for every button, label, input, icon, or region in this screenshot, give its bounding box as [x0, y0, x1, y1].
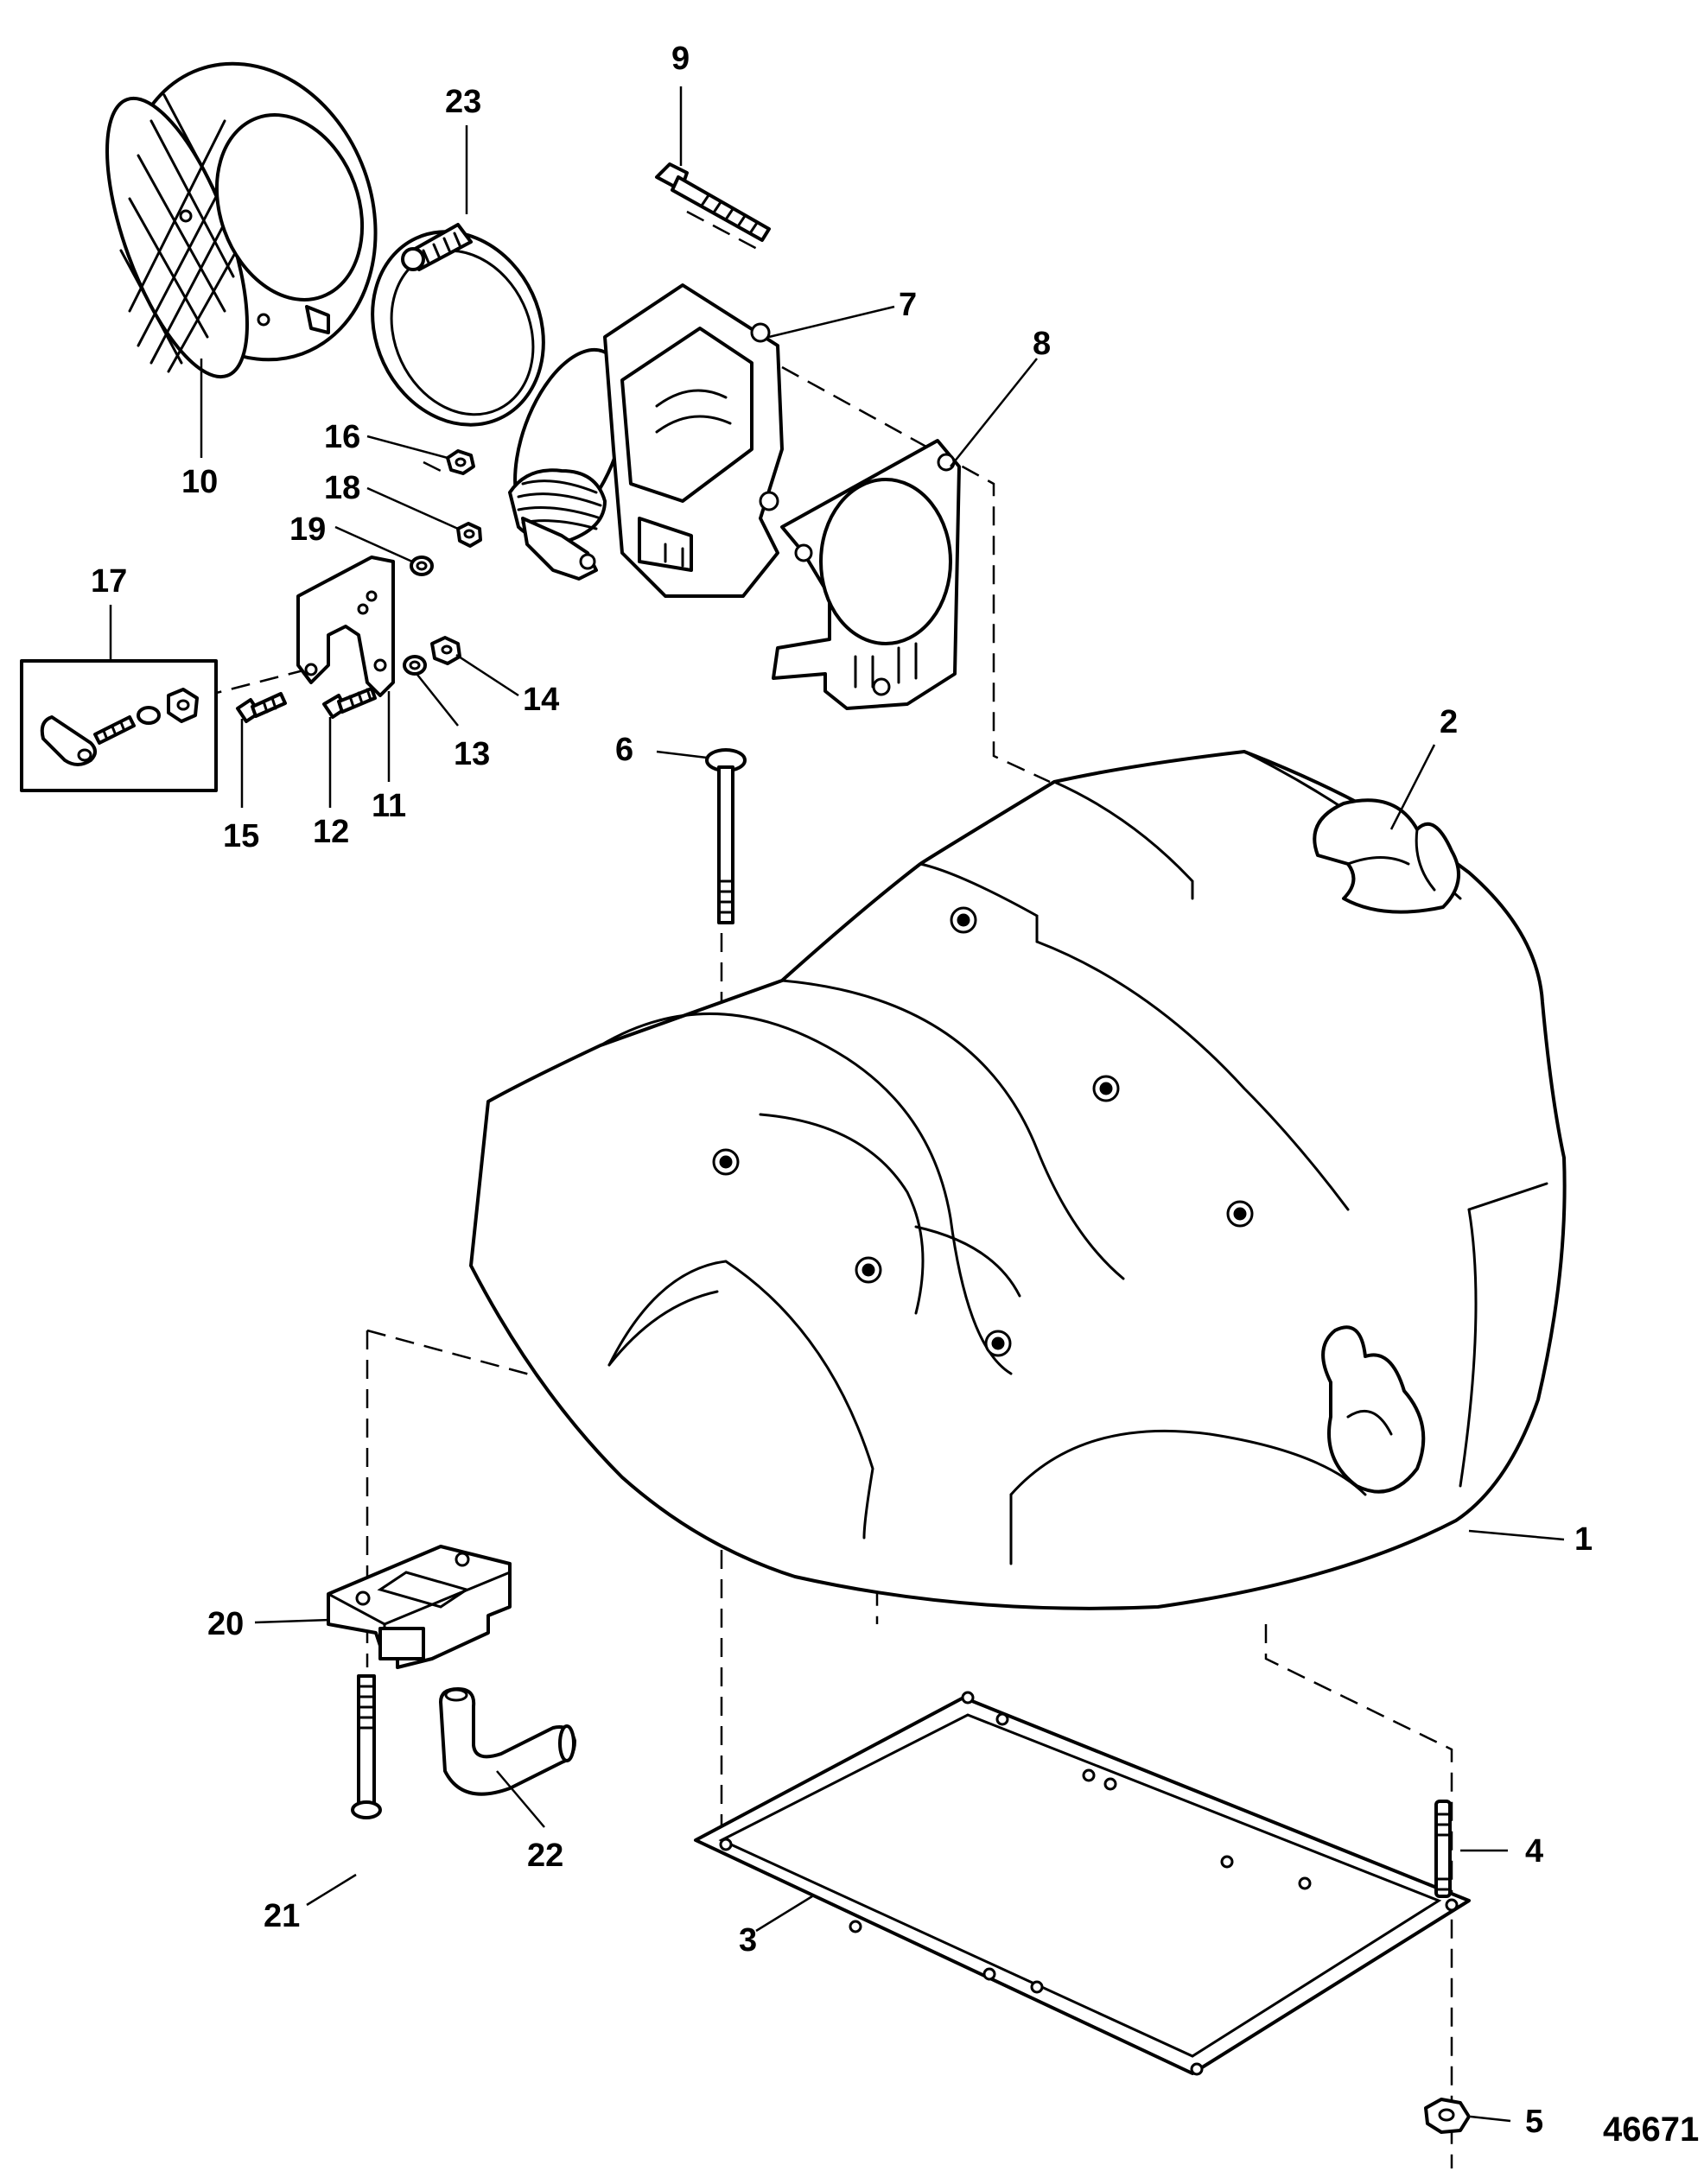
- callout-23: 23: [445, 84, 481, 120]
- callout-17: 17: [91, 563, 127, 600]
- callout-6: 6: [615, 732, 633, 768]
- nut-18: [456, 522, 482, 548]
- callout-21: 21: [264, 1898, 300, 1934]
- callout-15: 15: [223, 818, 259, 854]
- nut: [1424, 2098, 1471, 2134]
- screw-12: [322, 687, 377, 719]
- callout-22: 22: [527, 1838, 563, 1874]
- washer-13: [403, 655, 427, 676]
- callout-20: 20: [207, 1606, 244, 1642]
- bracket: [296, 556, 395, 697]
- callout-4: 4: [1525, 1833, 1543, 1870]
- callout-12: 12: [313, 814, 349, 850]
- clip: [1313, 798, 1460, 914]
- callout-1: 1: [1574, 1521, 1593, 1558]
- callout-3: 3: [739, 1922, 757, 1959]
- document-number: 46671: [1603, 2111, 1699, 2149]
- bolt-top: [655, 162, 771, 242]
- screw-15: [236, 692, 287, 723]
- leader-lines: [109, 86, 1565, 2123]
- nut-14: [430, 636, 461, 665]
- hose-clamp: [371, 223, 545, 427]
- callout-13: 13: [454, 736, 490, 772]
- callout-labels: 1 2 3 4 5 6 7 8 9 10 11 12 13 14 15 16 1…: [91, 41, 1593, 2140]
- washer-19: [410, 556, 434, 576]
- callout-18: 18: [324, 470, 360, 506]
- throttle-gasket: [772, 439, 961, 710]
- callout-14: 14: [523, 682, 559, 718]
- callout-8: 8: [1033, 326, 1051, 362]
- callout-2: 2: [1440, 704, 1458, 740]
- throttle-body: [508, 283, 784, 598]
- callout-10: 10: [181, 464, 218, 500]
- sensor-module: [327, 1545, 512, 1669]
- long-bolt: [705, 748, 747, 924]
- callout-5: 5: [1525, 2104, 1543, 2140]
- ball-joint-kit: [20, 659, 218, 792]
- callout-16: 16: [324, 419, 360, 455]
- flat-gasket: [694, 1691, 1471, 2076]
- stud: [1434, 1800, 1452, 1898]
- nut-16: [446, 449, 475, 475]
- callout-11: 11: [372, 788, 406, 824]
- bolt-21: [351, 1674, 382, 1819]
- callout-9: 9: [671, 41, 690, 77]
- callout-19: 19: [289, 511, 326, 548]
- air-filter: [105, 61, 378, 379]
- engine-cover: [469, 750, 1567, 1610]
- callout-7: 7: [899, 287, 917, 323]
- hose: [439, 1687, 576, 1796]
